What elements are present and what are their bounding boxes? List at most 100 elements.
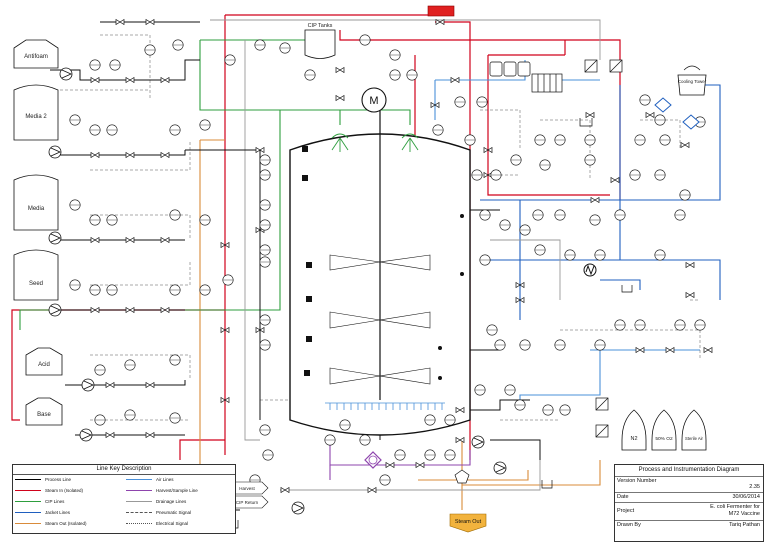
title-row-drawn-by: Drawn By Tariq Pathan xyxy=(615,520,763,530)
legend-label: Electrical Signal xyxy=(156,521,189,526)
legend-item-steam-in: Steam In (Isolated) xyxy=(13,487,123,495)
gas-cylinders: N2 50% O2 Sterile Air xyxy=(621,409,707,451)
motor-label: M xyxy=(369,95,378,107)
harvest-label: Harvest xyxy=(239,486,255,491)
spray-ball-left xyxy=(331,133,349,152)
outlet-boxes: Harvest CIP Return xyxy=(231,481,269,509)
legend-item-drainage: Drainage Lines xyxy=(124,498,234,506)
tank-seed-label: Seed xyxy=(29,281,43,287)
cooling-tower-label: Cooling Tower xyxy=(678,79,707,84)
cip-return-label: CIP Return xyxy=(236,500,259,505)
tank-media-label: Media xyxy=(28,206,45,212)
title-block: Process and Instrumentation Diagram Vers… xyxy=(614,464,764,542)
title-row-value: 30/06/2014 xyxy=(732,494,760,500)
legend-item-jacket: Jacket Lines xyxy=(13,509,123,517)
legend-label: Steam In (Isolated) xyxy=(45,488,84,493)
cylinder-air: Sterile Air xyxy=(681,409,707,451)
pump-harvest xyxy=(471,435,485,449)
steam-out-label: Steam Out xyxy=(455,519,482,525)
tank-base-label: Base xyxy=(37,412,51,418)
tank-base: Base xyxy=(25,397,63,426)
agitator-motor: M xyxy=(361,87,387,113)
title-row-value: E. coli Fermenter for M72 Vaccine xyxy=(710,504,760,517)
pump-acid xyxy=(81,378,95,392)
legend-item-air: Air Lines xyxy=(124,476,234,484)
legend-swatch xyxy=(126,479,152,480)
legend-swatch xyxy=(126,501,152,502)
tank-acid-label: Acid xyxy=(38,362,50,368)
title-row-value: 2.35 xyxy=(749,484,760,490)
cooling-tower: Cooling Tower xyxy=(677,65,707,96)
air-lines xyxy=(434,60,700,410)
fermenter-vessel xyxy=(289,105,471,436)
harvest-skid xyxy=(364,451,470,484)
pump-media2 xyxy=(48,145,62,159)
legend-swatch xyxy=(15,512,41,513)
legend-label: Drainage Lines xyxy=(156,499,187,504)
legend-swatch xyxy=(126,523,152,524)
tank-antifoam: Antifoam xyxy=(13,39,59,69)
feed-tanks: Antifoam Media 2 Media Seed Acid Base xyxy=(13,39,63,426)
cylinder-o2-label: 50% O2 xyxy=(655,436,673,442)
pump-seed xyxy=(48,303,62,317)
legend-swatch xyxy=(15,479,41,480)
tank-media2: Media 2 xyxy=(13,84,59,141)
title-row-date: Date 30/06/2014 xyxy=(615,492,763,502)
legend-swatch xyxy=(15,523,41,524)
tank-media: Media xyxy=(13,174,59,231)
legend-label: Air Lines xyxy=(156,477,174,482)
title-row-value: Tariq Pathan xyxy=(729,522,760,528)
steam-supply xyxy=(427,5,455,17)
legend-item-steam-out: Steam Out (Isolated) xyxy=(13,520,123,528)
title-row-label: Drawn By xyxy=(617,522,641,528)
impeller-top xyxy=(329,254,431,271)
pump-antifoam xyxy=(59,67,73,81)
spray-ball-right xyxy=(401,133,419,152)
tank-media2-label: Media 2 xyxy=(25,114,47,120)
impeller-middle xyxy=(329,311,431,329)
cylinder-o2: 50% O2 xyxy=(651,409,677,451)
cylinder-air-label: Sterile Air xyxy=(685,436,704,441)
title-row-version: Version Number 2.35 xyxy=(615,476,763,492)
legend-swatch xyxy=(126,490,152,491)
legend-title: Line Key Description xyxy=(13,465,235,475)
heat-exchangers xyxy=(583,97,700,277)
legend-label: Jacket Lines xyxy=(45,510,71,515)
pneumatic-signals xyxy=(60,34,701,421)
pump-outlet xyxy=(493,461,507,475)
legend-item-cip: CIP Lines xyxy=(13,498,123,506)
harvest-lines xyxy=(329,435,471,480)
cip-tank-label: CIP Tanks xyxy=(308,23,333,29)
legend-label: Process Line xyxy=(45,477,72,482)
sparger xyxy=(325,402,445,410)
title-block-heading: Process and Instrumentation Diagram xyxy=(638,467,740,473)
legend-label: Pneumatic Signal xyxy=(156,510,192,515)
legend-item-harvest: Harvest/Sample Line xyxy=(124,487,234,495)
title-row-label: Date xyxy=(617,494,629,500)
pump-media xyxy=(48,231,62,245)
title-row-label: Project xyxy=(617,508,635,514)
drain-lines xyxy=(210,19,601,501)
legend-item-process: Process Line xyxy=(13,476,123,484)
legend-swatch xyxy=(15,490,41,491)
legend-label: Harvest/Sample Line xyxy=(156,488,198,493)
cip-tank: CIP Tanks xyxy=(304,23,336,59)
legend-swatch xyxy=(15,501,41,502)
tank-acid: Acid xyxy=(25,347,63,376)
tank-antifoam-label: Antifoam xyxy=(24,54,48,60)
legend-label: CIP Lines xyxy=(45,499,65,504)
pump-base xyxy=(79,428,93,442)
title-row-label: Version Number xyxy=(617,478,657,484)
cylinder-n2: N2 xyxy=(621,409,647,451)
legend-swatch xyxy=(126,512,152,513)
vessel-probes xyxy=(302,146,464,380)
impeller-bottom xyxy=(329,367,431,385)
legend-item-electrical: Electrical Signal xyxy=(124,520,234,528)
cylinder-n2-label: N2 xyxy=(630,436,637,442)
tank-seed: Seed xyxy=(13,249,59,301)
legend-item-pneumatic: Pneumatic Signal xyxy=(124,509,234,517)
air-filters xyxy=(489,59,623,438)
title-row-project: Project E. coli Fermenter for M72 Vaccin… xyxy=(615,502,763,520)
pumps xyxy=(48,67,507,515)
